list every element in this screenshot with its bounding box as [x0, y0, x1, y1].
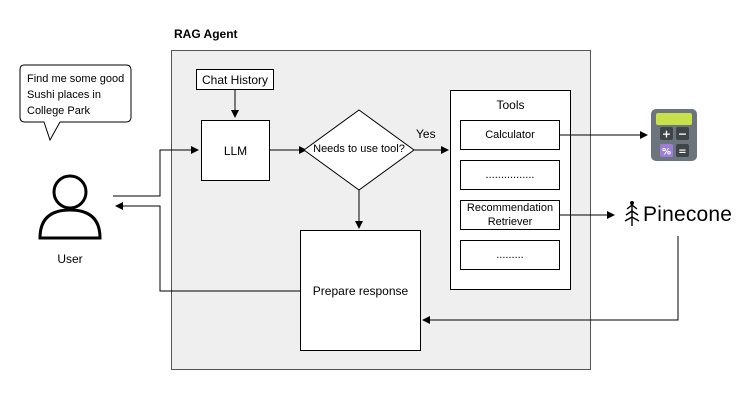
tools-title: Tools: [496, 98, 525, 112]
tool-placeholder: ................: [460, 160, 560, 190]
user-message-line: College Park: [27, 105, 90, 117]
yes-label: Yes: [416, 127, 436, 141]
user-icon: [38, 174, 102, 240]
user-message-line: Find me some good: [27, 73, 125, 85]
user-message-line: Sushi places in: [27, 89, 101, 101]
svg-text:−: −: [678, 128, 687, 141]
decision-label: Needs to use tool?: [313, 143, 405, 155]
calculator-icon: + − % =: [651, 109, 697, 161]
svg-text:=: =: [678, 147, 686, 158]
svg-text:+: +: [662, 128, 671, 141]
prepare-response-node: Prepare response: [300, 230, 421, 351]
tool-placeholder: .........: [460, 240, 560, 270]
speech-bubble: [19, 64, 132, 142]
chat-history-node: Chat History: [196, 69, 274, 90]
user-label: User: [57, 252, 83, 266]
calculator-tool: Calculator: [460, 120, 560, 150]
pinecone-logo-icon: [624, 200, 640, 226]
rag-agent-title: RAG Agent: [174, 27, 238, 41]
user-message: Find me some good Sushi places in Colleg…: [27, 71, 124, 119]
svg-text:%: %: [662, 148, 671, 158]
llm-node: LLM: [201, 120, 270, 181]
recommendation-retriever-tool: Recommendation Retriever: [460, 200, 560, 230]
pinecone-label: Pinecone: [643, 203, 733, 226]
